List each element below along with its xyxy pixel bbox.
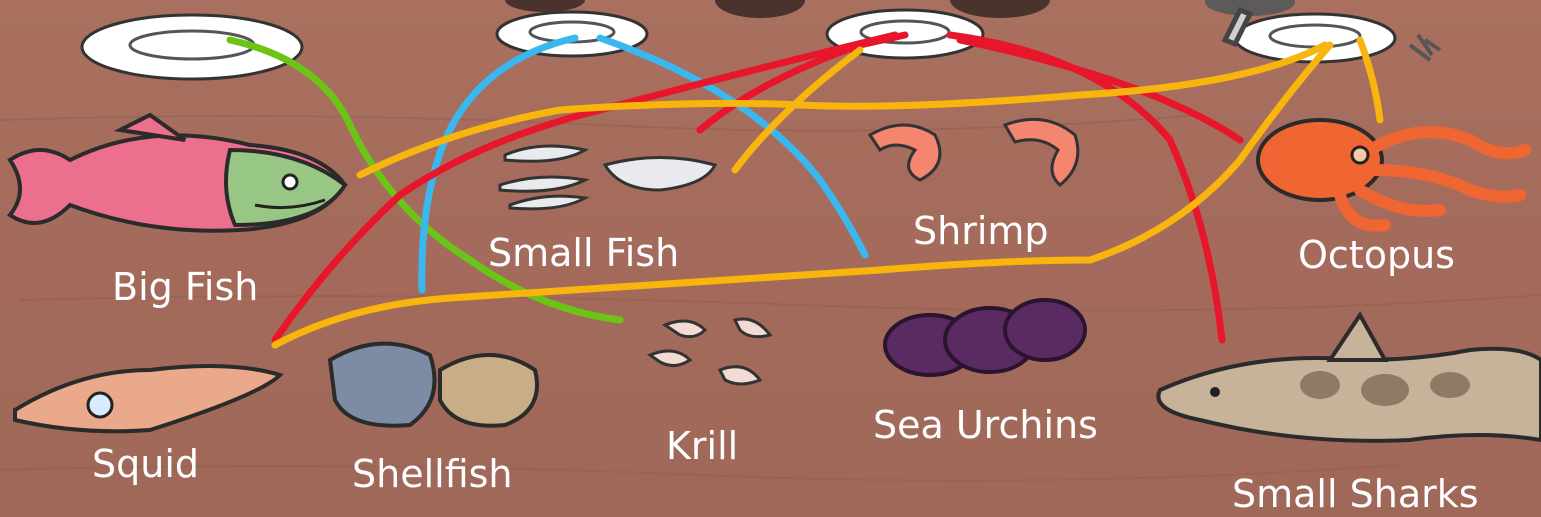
squid-icon[interactable] [15, 366, 280, 431]
shrimp-label: Shrimp [913, 212, 1049, 250]
small-shark-icon[interactable] [1158, 315, 1541, 441]
shrimp-icon[interactable] [870, 119, 1078, 185]
red-connection-line [950, 35, 1222, 340]
big-fish-label: Big Fish [112, 268, 258, 306]
red-connection-line [275, 35, 895, 340]
food-web-lines [230, 35, 1380, 345]
shellfish-label: Shellfish [352, 455, 513, 493]
red-connection-line [960, 40, 1240, 140]
shellfish-icon[interactable] [330, 344, 537, 426]
small-sharks-label: Small Sharks [1232, 475, 1479, 513]
squid-label: Squid [92, 445, 199, 483]
small-fish-label: Small Fish [488, 234, 679, 272]
blue-connection-line [600, 38, 865, 255]
sea-urchin-icon[interactable] [885, 300, 1085, 375]
small-fish-icon[interactable] [500, 146, 715, 209]
octopus-label: Octopus [1298, 236, 1455, 274]
octopus-icon[interactable] [1258, 120, 1525, 226]
sea-urchins-label: Sea Urchins [873, 406, 1098, 444]
plate-icon[interactable] [1235, 14, 1395, 62]
krill-label: Krill [666, 427, 738, 465]
krill-icon[interactable] [650, 319, 770, 384]
plate-icon[interactable] [82, 15, 302, 79]
big-fish-icon[interactable] [10, 115, 345, 231]
